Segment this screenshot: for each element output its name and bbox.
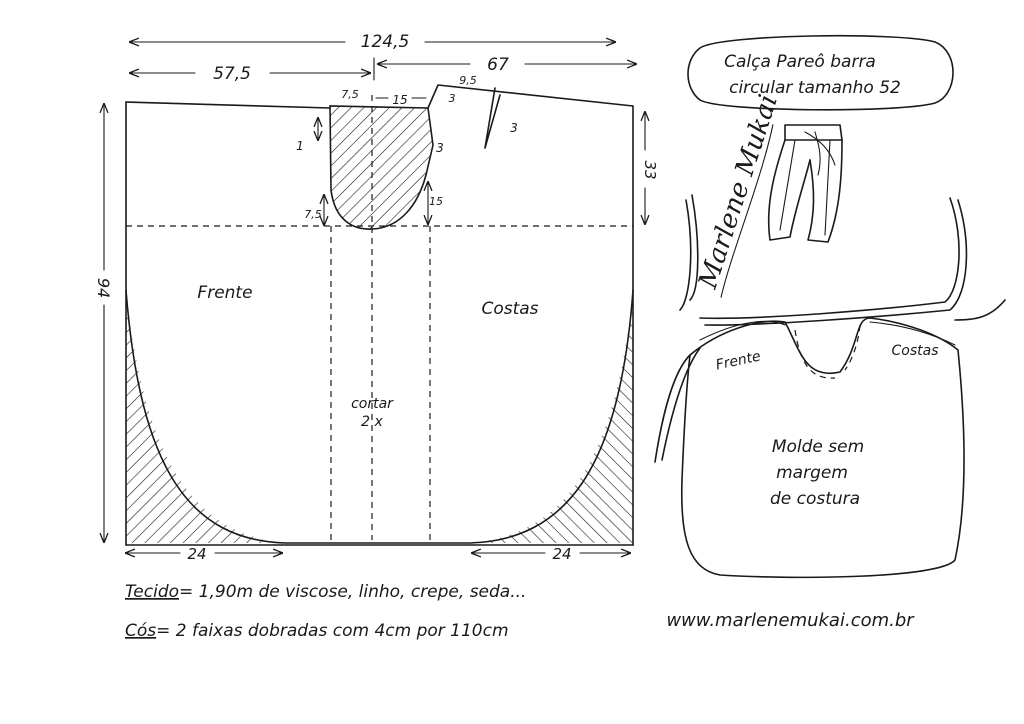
front-label: Frente — [197, 283, 252, 303]
svg-text:Tecido= 1,90m de viscose, linh: Tecido= 1,90m de viscose, linho, crepe, … — [125, 582, 526, 602]
right-width-label: 67 — [487, 55, 509, 75]
dimension-hem-right: 24 — [472, 545, 630, 563]
crotch-drop-left-label: 7,5 — [304, 208, 322, 221]
pants-sketch — [767, 124, 843, 243]
waistband-label: Cós — [125, 621, 156, 641]
dimension-right-width: 67 — [378, 55, 636, 75]
small-dimensions: 7,5 15 3 9,5 3 3 1 7,5 15 — [296, 74, 518, 225]
detail-note-line2: margem — [776, 463, 848, 483]
cut-label-line1: cortar — [351, 396, 394, 412]
waist-step-label: 3 — [449, 92, 456, 105]
left-width-label: 57,5 — [213, 64, 251, 84]
waistband-text: = 2 faixas dobradas com 4cm por 110cm — [156, 621, 508, 641]
pattern-piece — [125, 84, 634, 546]
waistband-note: Cós= 2 faixas dobradas com 4cm por 110cm — [125, 621, 509, 641]
hatched-corner-right — [470, 290, 633, 543]
crotch-front-label: 7,5 — [341, 88, 359, 101]
detail-note-line1: Molde sem — [772, 437, 864, 457]
detail-note-line3: de costura — [770, 489, 860, 509]
dimension-rise: 33 — [641, 112, 659, 224]
hatched-crotch — [329, 105, 434, 230]
dimension-left-width: 57,5 — [130, 64, 370, 84]
height-label: 94 — [94, 278, 113, 298]
hem-left-label: 24 — [187, 545, 206, 563]
total-width-label: 124,5 — [361, 32, 410, 52]
fabric-text: = 1,90m de viscose, linho, crepe, seda..… — [179, 582, 526, 602]
dart-left-label: 1 — [296, 139, 304, 153]
crotch-back-label: 15 — [392, 93, 407, 107]
crotch-drop-right-label: 15 — [429, 195, 443, 208]
hem-right-label: 24 — [552, 545, 571, 563]
fabric-label: Tecido — [125, 582, 179, 602]
hatched-corner-left — [126, 290, 285, 543]
rise-label: 33 — [641, 160, 659, 179]
title-line1: Calça Pareô barra — [724, 52, 876, 72]
dart-depth-label: 3 — [510, 121, 518, 135]
svg-text:Marlene Mukai: Marlene Mukai — [693, 91, 784, 293]
detail-back-label: Costas — [892, 343, 939, 359]
back-label: Costas — [481, 299, 538, 319]
detail-front-label: Frente — [714, 348, 762, 373]
dimension-height: 94 — [94, 104, 113, 542]
dimension-hem-left: 24 — [126, 545, 282, 563]
wrap-detail-illustration: Frente Costas Molde sem margem de costur… — [654, 194, 1006, 579]
crotch-step-label: 3 — [436, 141, 444, 155]
svg-text:Cós= 2 faixas dobradas com 4cm: Cós= 2 faixas dobradas com 4cm por 110cm — [125, 621, 509, 641]
dimension-total-width: 124,5 — [130, 32, 615, 52]
cut-label-line2: 2 x — [361, 414, 383, 430]
title-line2: circular tamanho 52 — [729, 78, 901, 98]
title-box: Calça Pareô barra circular tamanho 52 — [687, 34, 954, 111]
dart-width-label: 9,5 — [459, 74, 477, 87]
website-url: www.marlenemukai.com.br — [666, 610, 915, 631]
fabric-note: Tecido= 1,90m de viscose, linho, crepe, … — [125, 582, 526, 602]
